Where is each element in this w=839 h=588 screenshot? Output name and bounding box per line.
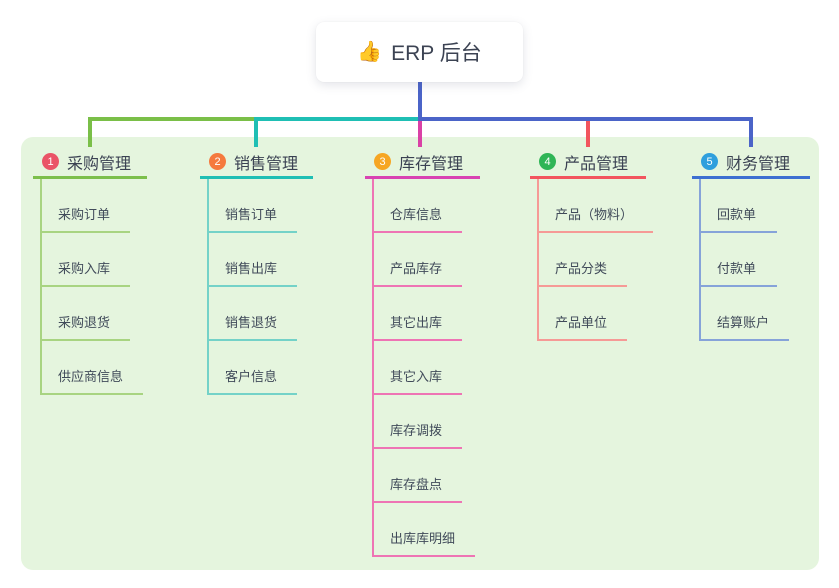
child-node-label: 采购退货	[58, 315, 111, 330]
child-node[interactable]: 产品库存	[372, 233, 463, 287]
hline-segment-3	[418, 117, 753, 121]
branch-label: 产品管理	[564, 155, 629, 173]
branch-node-4[interactable]: 4 产品管理	[530, 147, 646, 179]
child-node[interactable]: 付款单	[699, 233, 777, 287]
thumbs-up-icon: 👍	[357, 41, 383, 63]
branch-label: 库存管理	[399, 155, 464, 173]
child-node[interactable]: 产品分类	[537, 233, 628, 287]
child-node[interactable]: 库存盘点	[372, 449, 463, 503]
branch-children: 回款单付款单结算账户	[699, 179, 790, 341]
child-node[interactable]: 出库库明细	[372, 503, 476, 557]
branch-node-5[interactable]: 5 财务管理	[692, 147, 810, 179]
branch-label: 财务管理	[726, 155, 791, 173]
child-node[interactable]: 仓库信息	[372, 179, 463, 233]
branch-spine-line	[699, 179, 701, 341]
child-node-label: 销售订单	[225, 207, 278, 222]
child-node[interactable]: 结算账户	[699, 287, 790, 341]
hline-segment-1	[88, 117, 258, 121]
child-node[interactable]: 销售出库	[207, 233, 298, 287]
branch-children: 销售订单销售出库销售退货客户信息	[207, 179, 298, 395]
branch-spine-line	[207, 179, 209, 395]
child-node-label: 采购入库	[58, 261, 111, 276]
branch-node-1[interactable]: 1 采购管理	[33, 147, 147, 179]
child-node-label: 仓库信息	[390, 207, 443, 222]
child-node-label: 产品分类	[555, 261, 608, 276]
child-node[interactable]: 库存调拨	[372, 395, 463, 449]
child-node[interactable]: 采购入库	[40, 233, 131, 287]
branch-label: 销售管理	[234, 155, 299, 173]
child-node-label: 产品单位	[555, 315, 608, 330]
branch-children: 仓库信息产品库存其它出库其它入库库存调拨库存盘点出库库明细	[372, 179, 476, 557]
child-node-label: 销售出库	[225, 261, 278, 276]
child-node-label: 其它入库	[390, 369, 443, 384]
branch-children: 产品（物料） 产品分类产品单位	[537, 179, 654, 341]
branch-4-drop-line	[586, 117, 590, 147]
branch-number-badge: 3	[374, 153, 391, 170]
child-node-label: 供应商信息	[58, 369, 124, 384]
branch-spine-line	[372, 179, 374, 557]
root-node-label: ERP 后台	[391, 42, 482, 65]
branch-label: 采购管理	[67, 155, 132, 173]
child-node-label: 客户信息	[225, 369, 278, 384]
branch-3-drop-line	[418, 117, 422, 147]
child-node-label: 出库库明细	[390, 531, 456, 546]
child-node[interactable]: 销售退货	[207, 287, 298, 341]
branches-panel	[21, 137, 819, 570]
branch-number-badge: 1	[42, 153, 59, 170]
child-node-label: 销售退货	[225, 315, 278, 330]
child-node-label: 结算账户	[717, 315, 770, 330]
child-node[interactable]: 采购退货	[40, 287, 131, 341]
branch-number-badge: 2	[209, 153, 226, 170]
branch-node-3[interactable]: 3 库存管理	[365, 147, 480, 179]
root-drop-line	[418, 82, 422, 119]
hline-segment-2	[254, 117, 422, 121]
branch-2-drop-line	[254, 117, 258, 147]
branch-1-drop-line	[88, 117, 92, 147]
branch-spine-line	[40, 179, 42, 395]
child-node-label: 其它出库	[390, 315, 443, 330]
child-node-label: 产品库存	[390, 261, 443, 276]
child-node[interactable]: 产品（物料）	[537, 179, 654, 233]
branch-children: 采购订单采购入库采购退货供应商信息	[40, 179, 144, 395]
child-node[interactable]: 销售订单	[207, 179, 298, 233]
child-node[interactable]: 采购订单	[40, 179, 131, 233]
child-node-label: 库存调拨	[390, 423, 443, 438]
child-node[interactable]: 其它入库	[372, 341, 463, 395]
child-node-label: 库存盘点	[390, 477, 443, 492]
child-node[interactable]: 客户信息	[207, 341, 298, 395]
child-node[interactable]: 产品单位	[537, 287, 628, 341]
child-node[interactable]: 回款单	[699, 179, 777, 233]
branch-node-2[interactable]: 2 销售管理	[200, 147, 313, 179]
child-node-label: 采购订单	[58, 207, 111, 222]
branch-5-drop-line	[749, 117, 753, 147]
child-node-label: 回款单	[717, 207, 757, 222]
child-node[interactable]: 供应商信息	[40, 341, 144, 395]
root-node[interactable]: 👍 ERP 后台	[316, 22, 523, 82]
child-node-label: 产品（物料）	[555, 207, 634, 222]
child-node-label: 付款单	[717, 261, 757, 276]
branch-number-badge: 4	[539, 153, 556, 170]
branch-number-badge: 5	[701, 153, 718, 170]
child-node[interactable]: 其它出库	[372, 287, 463, 341]
branch-spine-line	[537, 179, 539, 341]
